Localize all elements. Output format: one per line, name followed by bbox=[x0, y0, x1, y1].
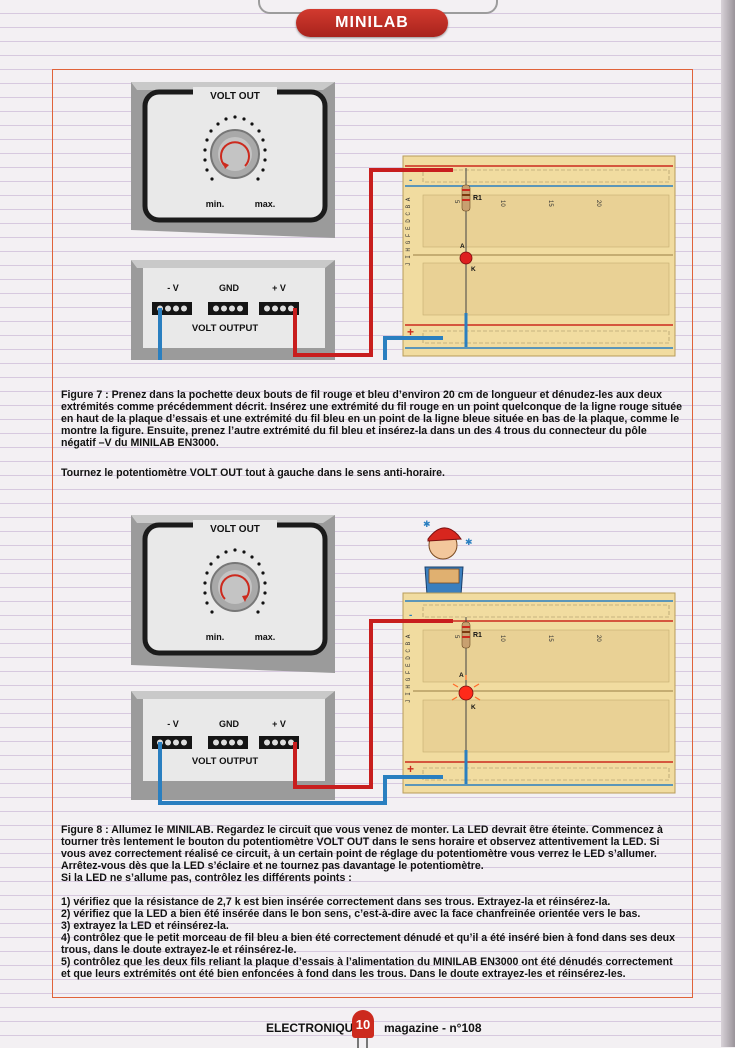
svg-text:✱: ✱ bbox=[465, 537, 473, 547]
checklist-step-5: 5) contrôlez que les deux fils reliant l… bbox=[61, 956, 673, 980]
terminal-neg-label: - V bbox=[167, 283, 179, 293]
checklist-step-1: 1) vérifiez que la résistance de 2,7 k e… bbox=[61, 896, 611, 908]
knob-min-label: min. bbox=[206, 199, 225, 209]
terminal-connectors bbox=[152, 736, 299, 749]
knob-scale-dots bbox=[203, 115, 267, 181]
terminal-pos-label: + V bbox=[272, 283, 286, 293]
checklist-step-2: 2) vérifiez que la LED a bien été inséré… bbox=[61, 908, 641, 920]
led bbox=[458, 685, 474, 701]
bb-col-10: 10 bbox=[499, 200, 505, 207]
technician-illustration: ✱ ✱ bbox=[423, 519, 473, 596]
bb-col-10: 10 bbox=[499, 635, 505, 642]
led-glow bbox=[451, 675, 481, 701]
content-frame: VOLT OUT min. max. - V GND + V bbox=[52, 69, 693, 998]
checklist-step-3: 3) extrayez la LED et réinsérez-la. bbox=[61, 920, 229, 932]
led-cathode-label: K bbox=[471, 704, 476, 711]
breadboard: J I H G F E D C B A 5 10 15 20 - + R1 A … bbox=[402, 592, 676, 794]
red-wire bbox=[293, 619, 453, 789]
led-cathode-label: K bbox=[471, 266, 476, 273]
terminal-gnd-label: GND bbox=[219, 719, 240, 729]
bb-col-20: 20 bbox=[595, 635, 601, 642]
figure-8-intro: Figure 8 : Allumez le MINILAB. Regardez … bbox=[61, 824, 663, 872]
led bbox=[459, 251, 473, 265]
bb-col-5: 5 bbox=[453, 200, 459, 204]
header-tab: MINILAB bbox=[296, 9, 448, 37]
red-wire bbox=[293, 168, 453, 357]
bb-col-20: 20 bbox=[595, 200, 601, 207]
figure-8: VOLT OUT min. max. - V GND + V bbox=[53, 505, 691, 815]
blue-wire bbox=[158, 308, 443, 360]
knob-min-label: min. bbox=[206, 632, 225, 642]
page-footer: ELECTRONIQUE 10 magazine - n°108 bbox=[0, 1010, 735, 1048]
footer-issue: magazine - n°108 bbox=[384, 1021, 482, 1035]
footer-magazine-name: ELECTRONIQUE bbox=[266, 1021, 362, 1035]
terminal-neg-label: - V bbox=[167, 719, 179, 729]
bb-col-15: 15 bbox=[547, 635, 553, 642]
knob-scale-dots bbox=[203, 548, 267, 614]
bb-minus-sign: - bbox=[409, 610, 412, 621]
volt-out-title: VOLT OUT bbox=[210, 524, 260, 535]
knob-max-label: max. bbox=[255, 632, 276, 642]
page-number-badge: 10 bbox=[352, 1010, 374, 1048]
terminal-gnd-label: GND bbox=[219, 283, 240, 293]
checklist-step-4: 4) contrôlez que le petit morceau de fil… bbox=[61, 932, 676, 956]
figure-8-illustration: VOLT OUT min. max. - V GND + V bbox=[131, 515, 676, 805]
bb-row-letters: J I H G F E D C B A bbox=[405, 634, 412, 703]
bb-col-5: 5 bbox=[453, 635, 459, 639]
r1-label: R1 bbox=[473, 632, 482, 639]
bb-col-15: 15 bbox=[547, 200, 553, 207]
led-anode-label: A bbox=[460, 243, 465, 250]
terminal-connectors bbox=[152, 302, 299, 315]
blue-wire bbox=[158, 742, 443, 805]
figure-7: VOLT OUT min. max. - V GND + V bbox=[53, 70, 691, 360]
r1-label: R1 bbox=[473, 195, 482, 202]
volt-output-label: VOLT OUTPUT bbox=[192, 756, 259, 767]
knob-max-label: max. bbox=[255, 199, 276, 209]
resistor-r1 bbox=[461, 621, 471, 649]
svg-text:✱: ✱ bbox=[423, 519, 431, 529]
figure-7-caption: Figure 7 : Prenez dans la pochette deux … bbox=[61, 389, 683, 449]
volt-out-title: VOLT OUT bbox=[210, 91, 260, 102]
page-spine bbox=[721, 0, 735, 1047]
bb-row-letters: J I H G F E D C B A bbox=[405, 197, 412, 266]
bb-plus-sign: + bbox=[407, 325, 414, 339]
resistor-r1 bbox=[461, 184, 471, 212]
breadboard: J I H G F E D C B A 5 10 15 20 - + R1 A … bbox=[402, 155, 676, 357]
bb-plus-sign: + bbox=[407, 762, 414, 776]
figure-7-instruction: Tournez le potentiomètre VOLT OUT tout à… bbox=[61, 467, 445, 479]
figure-7-illustration: VOLT OUT min. max. - V GND + V bbox=[131, 82, 676, 360]
figure-8-intro-last: Si la LED ne s’allume pas, contrôlez les… bbox=[61, 872, 352, 884]
figure-8-caption: Figure 8 : Allumez le MINILAB. Regardez … bbox=[61, 824, 683, 980]
bb-minus-sign: - bbox=[409, 175, 412, 186]
led-anode-label: A bbox=[459, 672, 464, 679]
volt-output-label: VOLT OUTPUT bbox=[192, 323, 259, 334]
terminal-pos-label: + V bbox=[272, 719, 286, 729]
